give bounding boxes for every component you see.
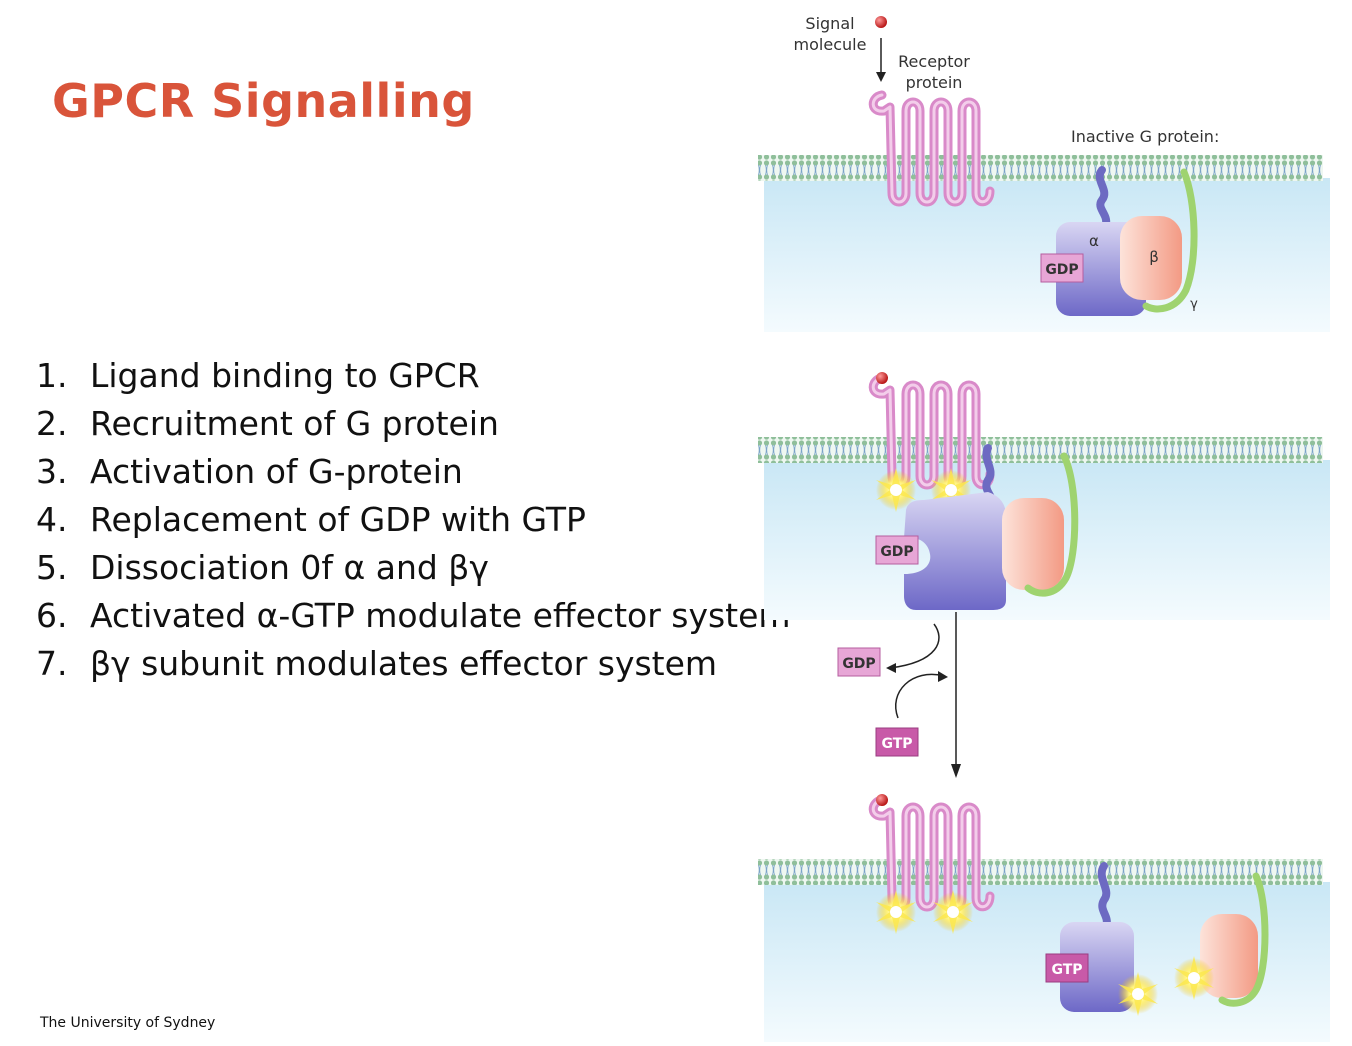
gtp-label: GTP	[1051, 962, 1082, 978]
gdp-label: GDP	[842, 656, 875, 672]
step-item: 7. βγ subunit modulates effector system	[36, 640, 791, 688]
step-number: 5.	[36, 548, 68, 587]
panel-dissociation: GTP	[758, 794, 1330, 1042]
signal-label: Signal	[805, 14, 854, 33]
step-text: Ligand binding to GPCR	[90, 356, 480, 395]
step-text: Activated α-GTP modulate effector system	[90, 596, 791, 635]
alpha-subunit	[904, 492, 1006, 610]
step-text: Recruitment of G protein	[90, 404, 499, 443]
step-number: 3.	[36, 452, 68, 491]
gdp-box	[875, 535, 919, 565]
step-number: 7.	[36, 644, 68, 683]
step-item: 3. Activation of G-protein	[36, 448, 791, 496]
panel-activation: GDP	[758, 372, 1330, 620]
gdp-release-arrow	[889, 623, 940, 669]
arrow-head	[951, 764, 961, 778]
step-item: 1. Ligand binding to GPCR	[36, 352, 791, 400]
steps-list: 1. Ligand binding to GPCR 2. Recruitment o…	[36, 352, 791, 688]
step-number: 2.	[36, 404, 68, 443]
ligand	[876, 794, 888, 806]
membrane	[758, 155, 1323, 181]
membrane	[758, 859, 1323, 885]
panel-inactive: Signal molecule Receptor protein Inactiv…	[758, 14, 1330, 332]
gamma-subunit	[1142, 168, 1198, 313]
step-item: 4. Replacement of GDP with GTP	[36, 496, 791, 544]
gdp-box	[837, 647, 881, 677]
gamma-subunit	[1218, 872, 1269, 1007]
gtp-box	[875, 727, 919, 757]
step-number: 4.	[36, 500, 68, 539]
step-text: Replacement of GDP with GTP	[90, 500, 586, 539]
gtp-binding-arrow	[895, 673, 945, 719]
receptor-protein	[873, 95, 990, 202]
protein-label: protein	[906, 73, 963, 92]
step-number: 1.	[36, 356, 68, 395]
step-number: 6.	[36, 596, 68, 635]
arrow-head	[938, 671, 948, 682]
gamma-subunit	[1024, 452, 1079, 597]
gpcr-diagram: Signal molecule Receptor protein Inactiv…	[758, 14, 1330, 1042]
receptor-protein	[873, 800, 990, 907]
arrow-head	[886, 663, 896, 673]
alpha-subunit	[1060, 922, 1134, 1012]
gdp-box	[1040, 253, 1084, 283]
beta-subunit	[1120, 216, 1182, 300]
gdp-label: GDP	[880, 544, 913, 560]
gamma-label: γ	[1190, 297, 1198, 312]
membrane	[758, 437, 1323, 463]
alpha-tail	[1095, 166, 1111, 228]
receptor-protein	[873, 378, 990, 485]
step-text: Dissociation 0f α and βγ	[90, 548, 489, 587]
receptor-label: Receptor	[898, 52, 970, 71]
ligand	[876, 372, 888, 384]
ligand	[875, 16, 887, 28]
step-text: βγ subunit modulates effector system	[90, 644, 718, 683]
gtp-box	[1045, 953, 1089, 983]
nucleotide-exchange: GDP GTP	[837, 612, 961, 778]
step-item: 5. Dissociation 0f α and βγ	[36, 544, 791, 592]
step-item: 6. Activated α-GTP modulate effector syst…	[36, 592, 791, 640]
beta-subunit	[1002, 498, 1064, 590]
beta-label: β	[1149, 248, 1159, 266]
page-title: GPCR Signalling	[52, 74, 475, 128]
alpha-tail	[1097, 862, 1111, 930]
step-item: 2. Recruitment of G protein	[36, 400, 791, 448]
beta-subunit	[1200, 914, 1258, 998]
gtp-label: GTP	[881, 736, 912, 752]
molecule-label: molecule	[794, 35, 867, 54]
alpha-label: α	[1089, 232, 1099, 250]
arrow-head	[876, 72, 886, 82]
inactive-g-protein-label: Inactive G protein:	[1071, 127, 1219, 146]
gdp-label: GDP	[1045, 262, 1078, 278]
step-text: Activation of G-protein	[90, 452, 463, 491]
footer-text: The University of Sydney	[40, 1015, 216, 1031]
